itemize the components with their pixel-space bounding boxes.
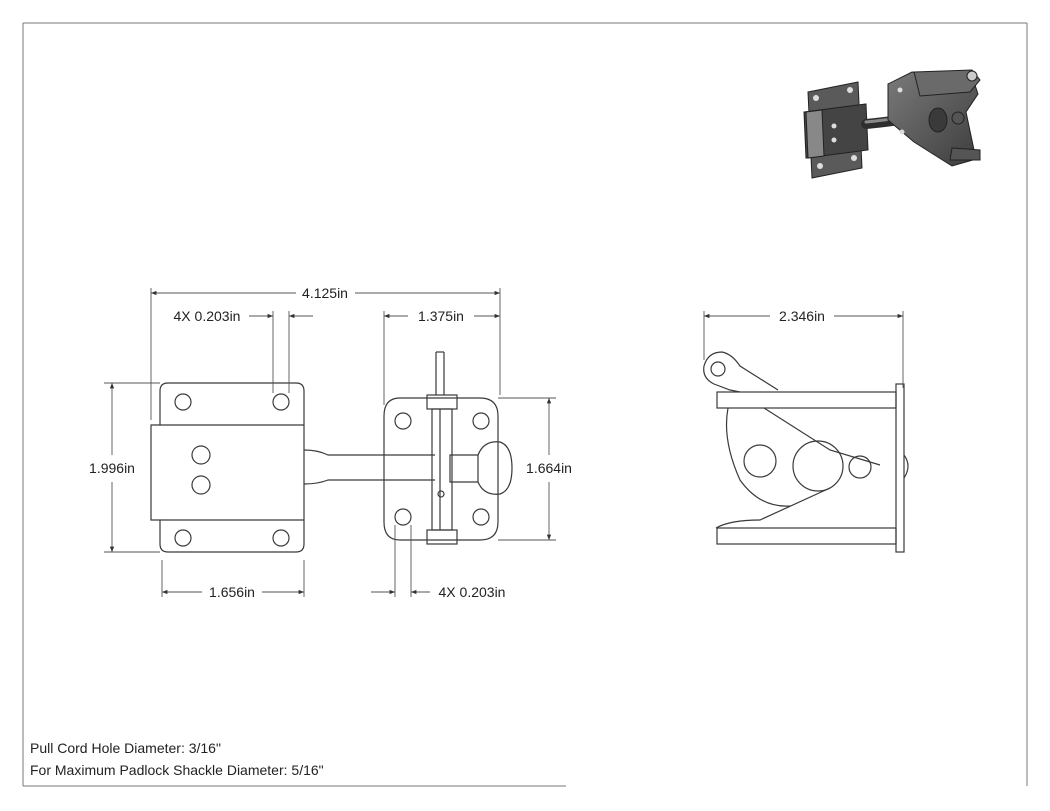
dim-keeper-width: 1.375in (418, 308, 464, 324)
isometric-render (803, 69, 981, 179)
note-padlock: For Maximum Padlock Shackle Diameter: 5/… (30, 762, 324, 778)
front-dimension-lines (104, 288, 556, 597)
sheet-border (22, 22, 1028, 787)
side-dimension-lines (703, 311, 904, 388)
front-view (150, 351, 513, 553)
dim-hole-spacing: 1.656in (209, 584, 255, 600)
note-pull-cord: Pull Cord Hole Diameter: 3/16" (30, 740, 221, 756)
dim-hole-dia-right: 4X 0.203in (439, 584, 506, 600)
dim-keeper-height: 1.664in (526, 460, 572, 476)
dim-overall-height: 1.996in (89, 460, 135, 476)
side-view (703, 351, 909, 553)
dim-overall-length: 4.125in (302, 285, 348, 301)
dim-hole-dia-left: 4X 0.203in (174, 308, 241, 324)
dim-side-depth: 2.346in (779, 308, 825, 324)
